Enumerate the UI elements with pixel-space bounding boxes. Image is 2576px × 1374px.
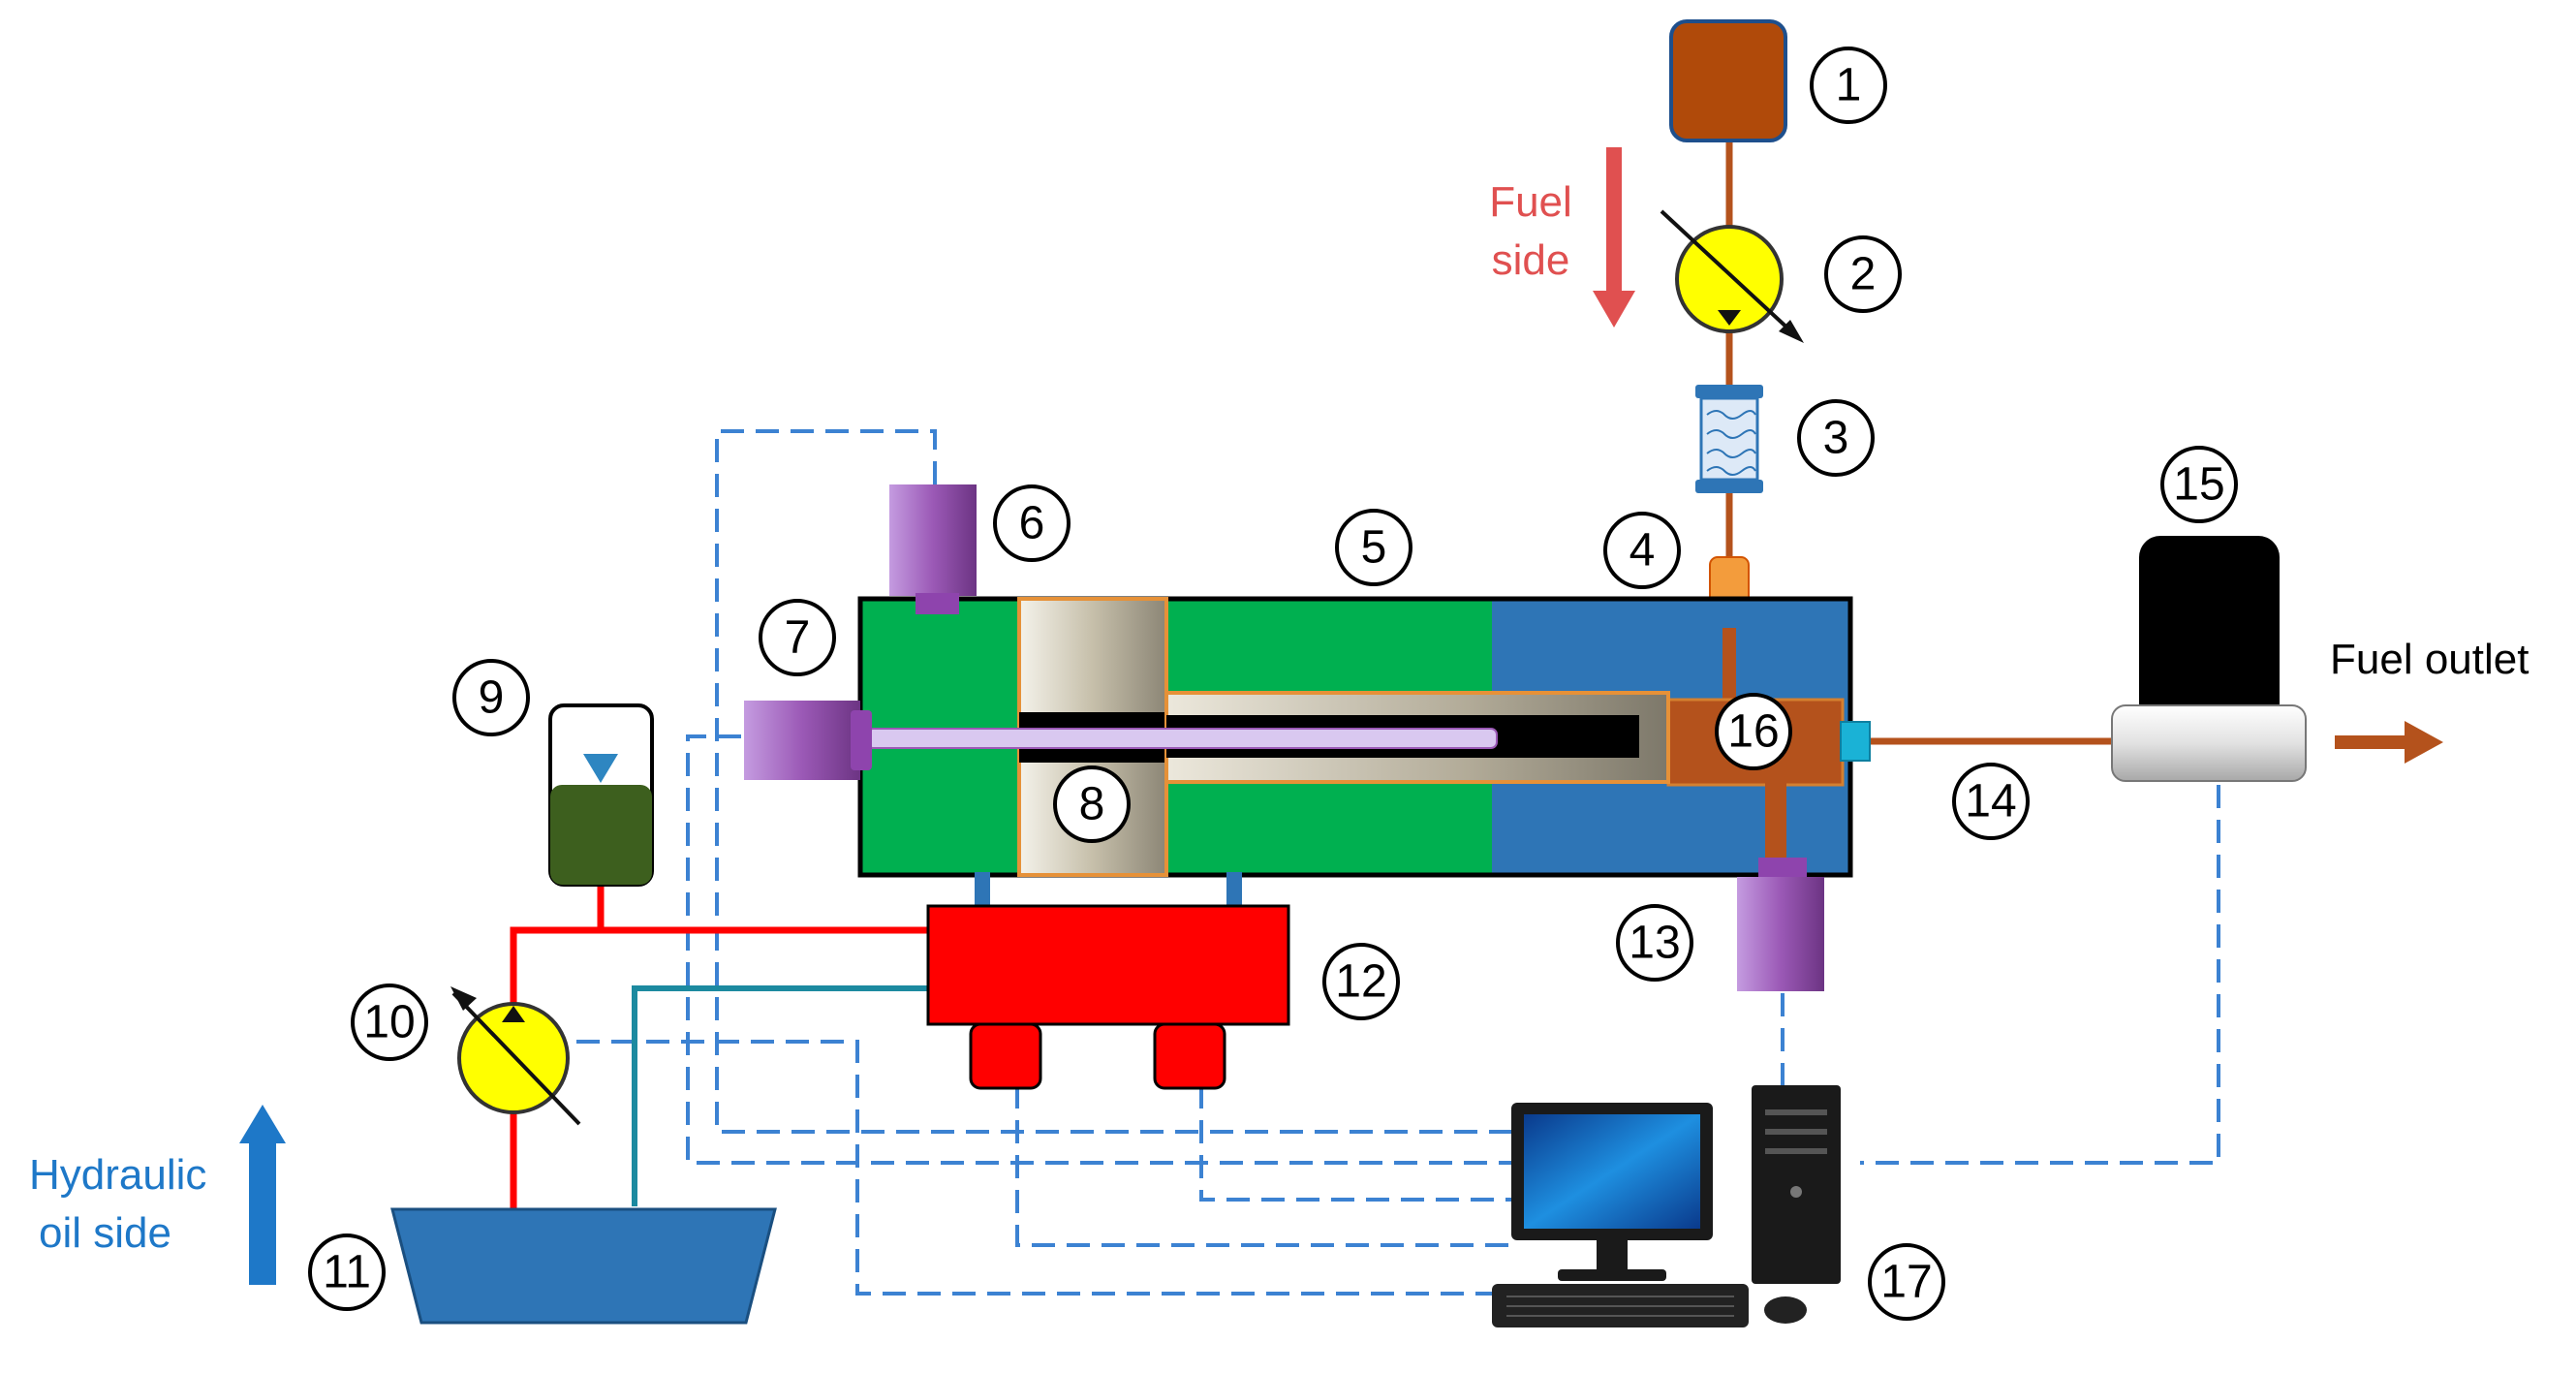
svg-text:9: 9 xyxy=(479,672,505,724)
pressure-sensor-oil xyxy=(889,484,977,614)
svg-text:16: 16 xyxy=(1727,706,1779,758)
displacement-sensor-rod xyxy=(866,728,1498,749)
fuel-filter xyxy=(1695,385,1763,493)
svg-text:10: 10 xyxy=(363,997,415,1048)
marker-10: 10 xyxy=(351,984,428,1061)
fuel-pump xyxy=(1660,209,1804,343)
svg-text:1: 1 xyxy=(1836,60,1862,111)
svg-text:15: 15 xyxy=(2173,459,2224,511)
text-labels: Fuel side Fuel outlet Hydraulic oil side xyxy=(29,178,2529,1257)
signal-line-12a xyxy=(1015,1085,1511,1247)
marker-9: 9 xyxy=(452,659,530,736)
servo-valve xyxy=(926,872,1290,1090)
marker-8: 8 xyxy=(1053,765,1131,843)
fuel-tank xyxy=(1669,19,1787,142)
svg-text:13: 13 xyxy=(1629,918,1680,969)
svg-text:3: 3 xyxy=(1823,413,1849,464)
oil-tank xyxy=(390,1207,777,1325)
computer xyxy=(1492,1085,1841,1327)
marker-15: 15 xyxy=(2160,446,2238,523)
svg-text:17: 17 xyxy=(1880,1257,1932,1308)
fuel-side-arrow xyxy=(1593,147,1635,328)
pressure-sensor-fuel xyxy=(1737,858,1824,991)
mouse xyxy=(1764,1296,1807,1324)
marker-11: 11 xyxy=(308,1233,386,1311)
svg-text:7: 7 xyxy=(785,612,811,664)
outlet-nozzle xyxy=(1840,721,1871,762)
marker-5: 5 xyxy=(1335,509,1412,586)
signal-lines xyxy=(576,429,2220,1296)
fuel-side-label-line1: Fuel xyxy=(1489,178,1572,226)
signal-line-15 xyxy=(1860,785,2220,1165)
marker-12: 12 xyxy=(1322,943,1400,1020)
hydraulic-pump xyxy=(450,986,581,1126)
marker-4: 4 xyxy=(1603,512,1681,589)
fuel-side-label-line2: side xyxy=(1492,236,1570,284)
hydraulic-lines xyxy=(510,882,930,1216)
svg-text:12: 12 xyxy=(1335,956,1386,1008)
pc-tower xyxy=(1752,1085,1841,1284)
svg-text:14: 14 xyxy=(1965,776,2016,828)
marker-3: 3 xyxy=(1797,399,1875,477)
displacement-sensor xyxy=(744,701,872,780)
hydraulic-side-label-line1: Hydraulic xyxy=(29,1151,206,1199)
signal-line-10 xyxy=(576,1040,1511,1296)
marker-17: 17 xyxy=(1868,1243,1945,1321)
marker-6: 6 xyxy=(993,484,1071,562)
svg-text:6: 6 xyxy=(1019,498,1045,549)
flow-meter xyxy=(2111,536,2307,782)
accumulator xyxy=(548,703,654,887)
marker-2: 2 xyxy=(1824,235,1902,313)
svg-text:5: 5 xyxy=(1361,522,1387,574)
fuel-outlet-arrow xyxy=(2335,721,2443,764)
marker-7: 7 xyxy=(759,599,836,676)
svg-text:4: 4 xyxy=(1629,525,1656,577)
fuel-outlet-label: Fuel outlet xyxy=(2330,636,2529,683)
marker-1: 1 xyxy=(1810,47,1887,124)
hydraulic-side-label-line2: oil side xyxy=(39,1209,171,1257)
signal-line-7 xyxy=(686,734,1511,1165)
marker-13: 13 xyxy=(1616,904,1693,982)
svg-text:8: 8 xyxy=(1079,779,1105,830)
signal-line-6 xyxy=(715,429,1511,1134)
signal-line-12b xyxy=(1199,1085,1511,1202)
svg-text:2: 2 xyxy=(1850,249,1877,300)
marker-16: 16 xyxy=(1715,693,1792,770)
number-markers: 1 2 3 4 5 6 7 8 9 10 11 12 13 14 15 16 1… xyxy=(308,47,2238,1321)
marker-14: 14 xyxy=(1952,763,2030,840)
hydraulic-side-arrow xyxy=(239,1105,286,1285)
svg-text:11: 11 xyxy=(323,1247,371,1298)
